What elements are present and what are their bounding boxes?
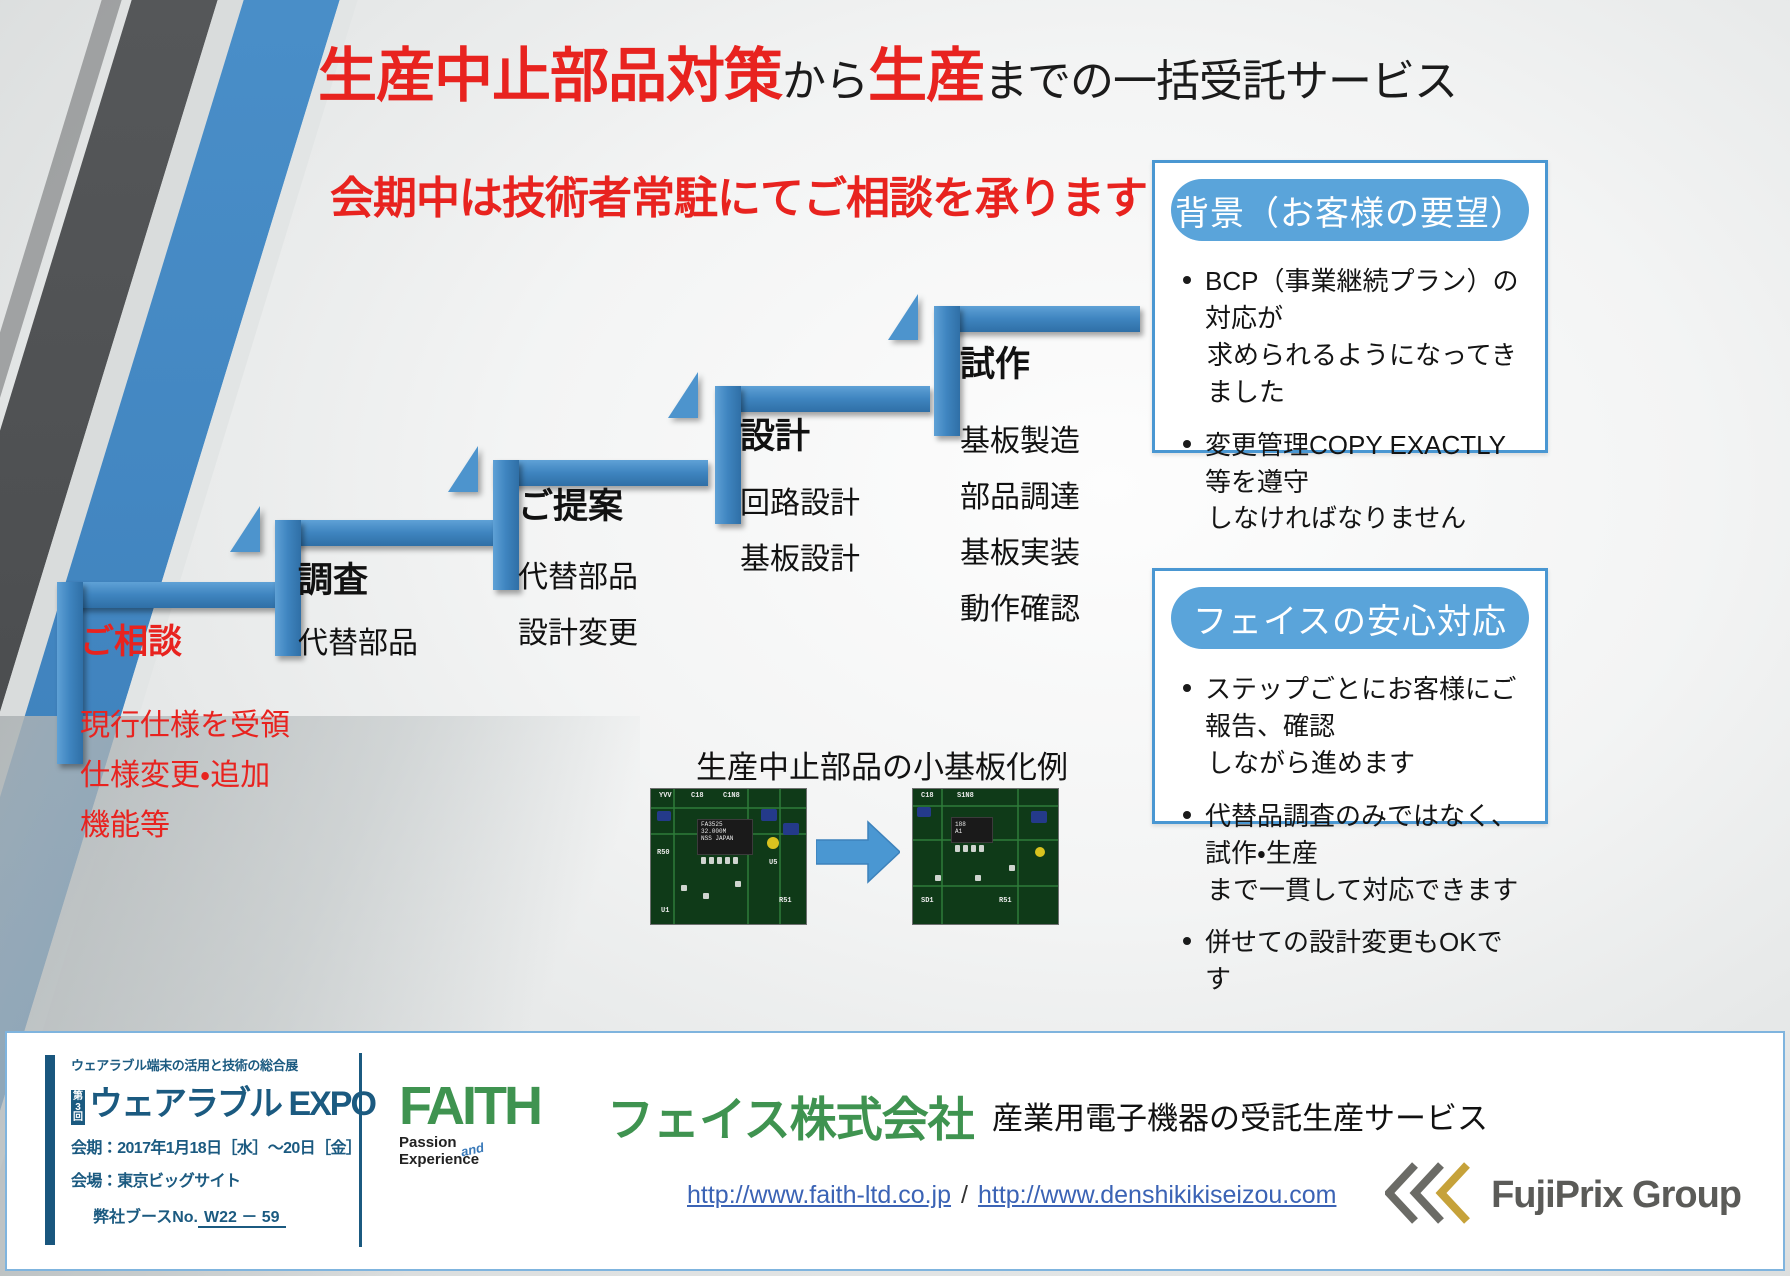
headline-part2: から [782,57,869,106]
step-5-item-1: 基板製造 [960,425,1080,458]
faith-tagline: Passion Experience and [399,1134,540,1169]
step-5-item-2: 部品調達 [960,481,1080,514]
panel-assurance-body: ステップごとにお客様にご報告、確認 しながら進めます 代替品調査のみではなく、試… [1155,649,1545,1028]
fujiprix-chevron-icon [1383,1161,1481,1230]
step-3-item-2: 設計変更 [518,617,638,650]
footer-divider [359,1053,362,1247]
transformation-arrow [815,820,902,884]
url-denshikikiseizou[interactable]: http://www.denshikikiseizou.com [977,1181,1337,1209]
expo-period: 会期：2017年1月18日［水］～20日［金］ [71,1140,362,1157]
headline-part3: 生産 [868,43,985,109]
panel-background-bullet-1-line-1: BCP（事業継続プラン）の対応が [1205,266,1519,333]
panel-background-bullet-2-line-1: 変更管理COPY EXACTLY等を遵守 [1205,429,1506,497]
step-2-item-1: 代替部品 [298,627,418,660]
expo-title: ウェアラブル EXPO [89,1085,377,1123]
step-2-title: 調査 [298,561,369,600]
panel-assurance-bullet-2: 代替品調査のみではなく、試作・生産 まで一貫して対応できます [1179,798,1523,909]
panel-assurance: フェイスの安心対応 ステップごとにお客様にご報告、確認 しながら進めます 代替品… [1152,568,1548,994]
expo-ordinal-line-2: 回 [73,1111,83,1123]
expo-venue: 会場：東京ビッグサイト [71,1173,241,1190]
panel-assurance-bullet-2-line-1: 代替品調査のみではなく、試作・生産 [1205,800,1518,868]
faith-wordmark: FAITH [399,1076,543,1136]
panel-assurance-bullet-1-line-2: しながら進めます [1207,747,1416,778]
expo-ordinal-badge: 第3 回 [71,1090,85,1125]
step-1-item-1: 現行仕様を受領 [80,709,290,742]
faith-tagline-line-1: Passion [399,1134,457,1151]
process-staircase: ご相談 現行仕様を受領 仕様変更・追加 機能等 調査 代替部品 ご提案 代替部品… [0,0,1180,960]
step-1-item-2: 仕様変更・追加 [80,759,271,792]
page-title: 生産中止部品対策から生産までの一括受託サービス [318,43,1458,109]
step-4-item-2: 基板設計 [740,543,860,576]
step-5-item-4: 動作確認 [960,593,1080,626]
step-3-item-1: 代替部品 [518,561,638,594]
headline-part4: までの一括受託サービス [984,57,1458,106]
step-5-title: 試作 [960,345,1031,384]
step-4-title: 設計 [740,417,811,456]
fujiprix-group-logo: FujiPrix Group [1383,1161,1742,1230]
panel-background-header: 背景（お客様の要望） [1171,179,1529,241]
faith-tagline-and: and [459,1139,486,1160]
page-subtitle: 会期中は技術者常駐にてご相談を承ります [330,174,1148,223]
panel-background: 背景（お客様の要望） BCP（事業継続プラン）の対応が 求められるようになってき… [1152,160,1548,533]
panel-background-body: BCP（事業継続プラン）の対応が 求められるようになってきました 変更管理COP… [1155,241,1545,567]
expo-booth-label: 弊社ブースNo. [93,1209,198,1226]
faith-tagline-line-2: Experience [399,1150,480,1168]
panel-assurance-bullet-3-line-1: 併せての設計変更もOKです [1205,927,1503,995]
url-separator: / [961,1181,968,1209]
step-3-title: ご提案 [518,487,624,526]
step-5-item-3: 基板実装 [960,537,1080,570]
expo-title-row: 第3 回 ウェアラブル EXPO [71,1076,377,1125]
pcb-example-caption: 生産中止部品の小基板化例 [696,750,1068,785]
expo-booth-number: W22 － 59 [197,1209,286,1228]
step-1-title: ご相談 [80,623,182,661]
panel-background-bullet-2: 変更管理COPY EXACTLY等を遵守 しなければなりません [1179,427,1523,538]
faith-logo: FAITH Passion Experience and [399,1076,543,1169]
panel-assurance-bullet-2-line-2: まで一貫して対応できます [1207,874,1519,905]
footer-urls: http://www.faith-ltd.co.jp / http://www.de… [687,1181,1336,1210]
panel-background-bullet-1: BCP（事業継続プラン）の対応が 求められるようになってきました [1179,263,1523,411]
step-4-item-1: 回路設計 [740,487,860,520]
panel-assurance-bullet-1-line-1: ステップごとにお客様にご報告、確認 [1205,674,1517,741]
panel-assurance-header: フェイスの安心対応 [1171,587,1529,649]
footer-bar: ウェアラブル端末の活用と技術の総合展 第3 回 ウェアラブル EXPO 会期：2… [5,1031,1785,1271]
company-name: フェイス株式会社 [607,1093,975,1146]
panel-background-bullet-2-line-2: しなければなりません [1207,503,1467,534]
expo-tagline: ウェアラブル端末の活用と技術の総合展 [71,1058,298,1073]
fujiprix-group-text: FujiPrix Group [1491,1174,1742,1216]
panel-background-bullet-1-line-2: 求められるようになってきました [1207,339,1517,407]
business-tagline: 産業用電子機器の受託生産サービス [992,1101,1488,1136]
expo-info-block: ウェアラブル端末の活用と技術の総合展 第3 回 ウェアラブル EXPO 会期：2… [45,1055,377,1245]
panel-assurance-bullet-1: ステップごとにお客様にご報告、確認 しながら進めます [1179,671,1523,782]
expo-booth-row: 弊社ブースNo.W22 － 59 [71,1203,345,1228]
url-faith-ltd[interactable]: http://www.faith-ltd.co.jp [687,1181,952,1209]
expo-ordinal-line-1: 第3 [73,1091,83,1113]
headline-part1: 生産中止部品対策 [318,43,783,109]
panel-assurance-bullet-3: 併せての設計変更もOKです [1179,924,1523,998]
step-1-item-3: 機能等 [80,809,170,842]
